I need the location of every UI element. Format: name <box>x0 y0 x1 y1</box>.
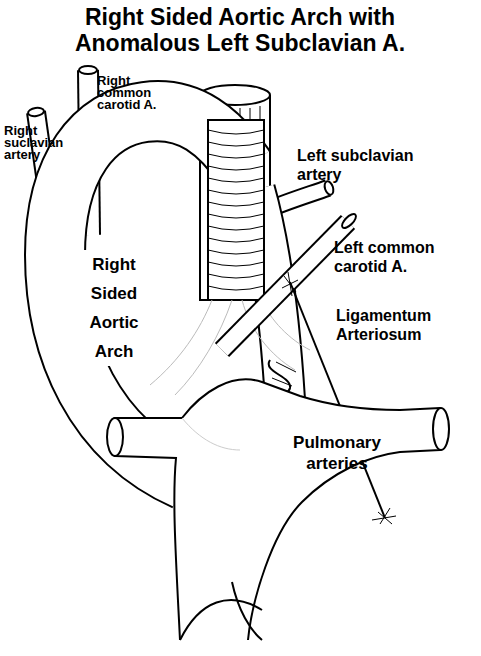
part-label: Right Sided Aortic Arch <box>78 250 150 366</box>
part-label: Pulmonary arteries <box>282 432 392 474</box>
part-label: Right common carotid A. <box>97 75 175 111</box>
part-label: Right suclavian artery <box>4 125 68 161</box>
diagram-title: Right Sided Aortic Arch with Anomalous L… <box>40 4 440 56</box>
pulmonary-arteries <box>107 379 449 640</box>
part-label: Left subclavian artery <box>297 146 437 184</box>
part-label: Ligamentum Arteriosum <box>336 306 446 344</box>
part-label: Left common carotid A. <box>334 238 446 276</box>
